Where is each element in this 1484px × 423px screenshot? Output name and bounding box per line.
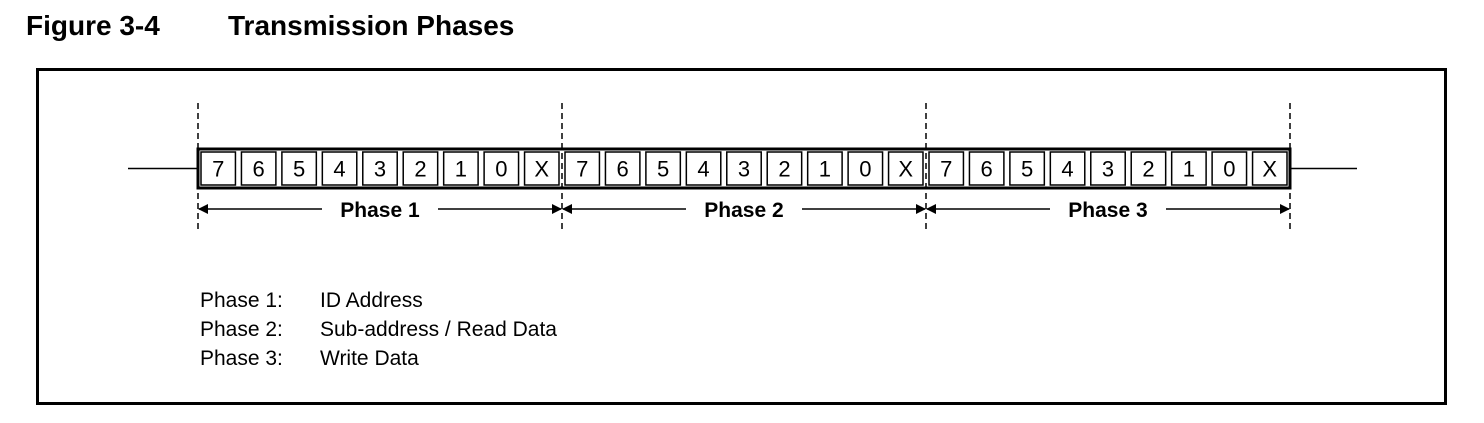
legend-row-phase-2: Phase 2: Sub-address / Read Data <box>200 315 557 344</box>
bit-cell <box>1130 151 1167 186</box>
bit-label: 7 <box>212 157 224 182</box>
figure-title: Transmission Phases <box>228 10 515 41</box>
bit-label: 2 <box>778 157 790 182</box>
phase-3-label: Phase 3 <box>1068 199 1147 222</box>
legend-row-phase-3: Phase 3: Write Data <box>200 344 557 373</box>
bit-cell <box>402 151 439 186</box>
bit-label: 4 <box>697 157 709 182</box>
bit-label: 4 <box>1061 157 1073 182</box>
phase-1-label: Phase 1 <box>340 199 420 222</box>
figure-frame <box>36 68 1447 405</box>
bit-label: X <box>534 157 549 182</box>
bit-cell <box>847 151 884 186</box>
bit-label: 3 <box>1102 157 1114 182</box>
legend-row-phase-1: Phase 1: ID Address <box>200 286 557 315</box>
phase-3-bits: 7 6 5 4 3 2 1 0 X <box>928 151 1288 186</box>
bit-cell <box>1170 151 1207 186</box>
bit-label: 0 <box>495 157 507 182</box>
bit-cell <box>200 151 237 186</box>
figure-number: Figure 3-4 <box>26 10 160 41</box>
bit-label: 1 <box>455 157 467 182</box>
phase-2-label: Phase 2 <box>704 199 783 222</box>
bit-cell <box>1049 151 1086 186</box>
bit-label: 7 <box>940 157 952 182</box>
legend-value: Write Data <box>320 347 419 370</box>
bit-cell <box>928 151 965 186</box>
bit-cell <box>442 151 479 186</box>
bit-label: 0 <box>859 157 871 182</box>
bit-label: 6 <box>981 157 993 182</box>
legend-value: ID Address <box>320 289 423 312</box>
bit-cell <box>887 151 924 186</box>
bit-cell <box>685 151 722 186</box>
phase-2-bits: 7 6 5 4 3 2 1 0 X <box>564 151 924 186</box>
bit-cell <box>806 151 843 186</box>
bit-cell <box>766 151 803 186</box>
bit-cell <box>523 151 560 186</box>
bit-cell <box>281 151 318 186</box>
legend-key: Phase 3: <box>200 347 283 370</box>
bit-cell <box>645 151 682 186</box>
bit-cell <box>1090 151 1126 186</box>
bit-label: 5 <box>1021 157 1033 182</box>
bit-label: 6 <box>617 157 629 182</box>
bit-label: X <box>1262 157 1277 182</box>
legend-key: Phase 2: <box>200 318 283 341</box>
bit-label: 5 <box>657 157 669 182</box>
bit-label: 6 <box>253 157 265 182</box>
phase-legend: Phase 1: ID Address Phase 2: Sub-address… <box>200 286 557 373</box>
bit-label: 0 <box>1223 157 1235 182</box>
bit-cell <box>240 151 277 186</box>
bit-label: 3 <box>738 157 750 182</box>
bit-label: 4 <box>333 157 345 182</box>
bit-label: 1 <box>1183 157 1195 182</box>
bit-cells-band <box>196 147 1292 190</box>
phase-1-bits: 7 6 5 4 3 2 1 0 X <box>200 151 560 186</box>
bit-label: X <box>898 157 913 182</box>
bit-cell <box>604 151 641 186</box>
bit-cell <box>1211 151 1248 186</box>
bit-cell <box>321 151 358 186</box>
bit-cell <box>362 151 398 186</box>
bit-cell <box>968 151 1005 186</box>
bit-cell <box>726 151 762 186</box>
bit-label: 1 <box>819 157 831 182</box>
bit-cell <box>1251 151 1288 186</box>
bit-label: 7 <box>576 157 588 182</box>
bit-cell <box>564 151 601 186</box>
bit-label: 5 <box>293 157 305 182</box>
legend-key: Phase 1: <box>200 289 283 312</box>
legend-value: Sub-address / Read Data <box>320 318 557 341</box>
bit-label: 2 <box>414 157 426 182</box>
bit-cell <box>483 151 520 186</box>
bit-label: 3 <box>374 157 386 182</box>
bit-cell <box>1009 151 1046 186</box>
bit-label: 2 <box>1142 157 1154 182</box>
